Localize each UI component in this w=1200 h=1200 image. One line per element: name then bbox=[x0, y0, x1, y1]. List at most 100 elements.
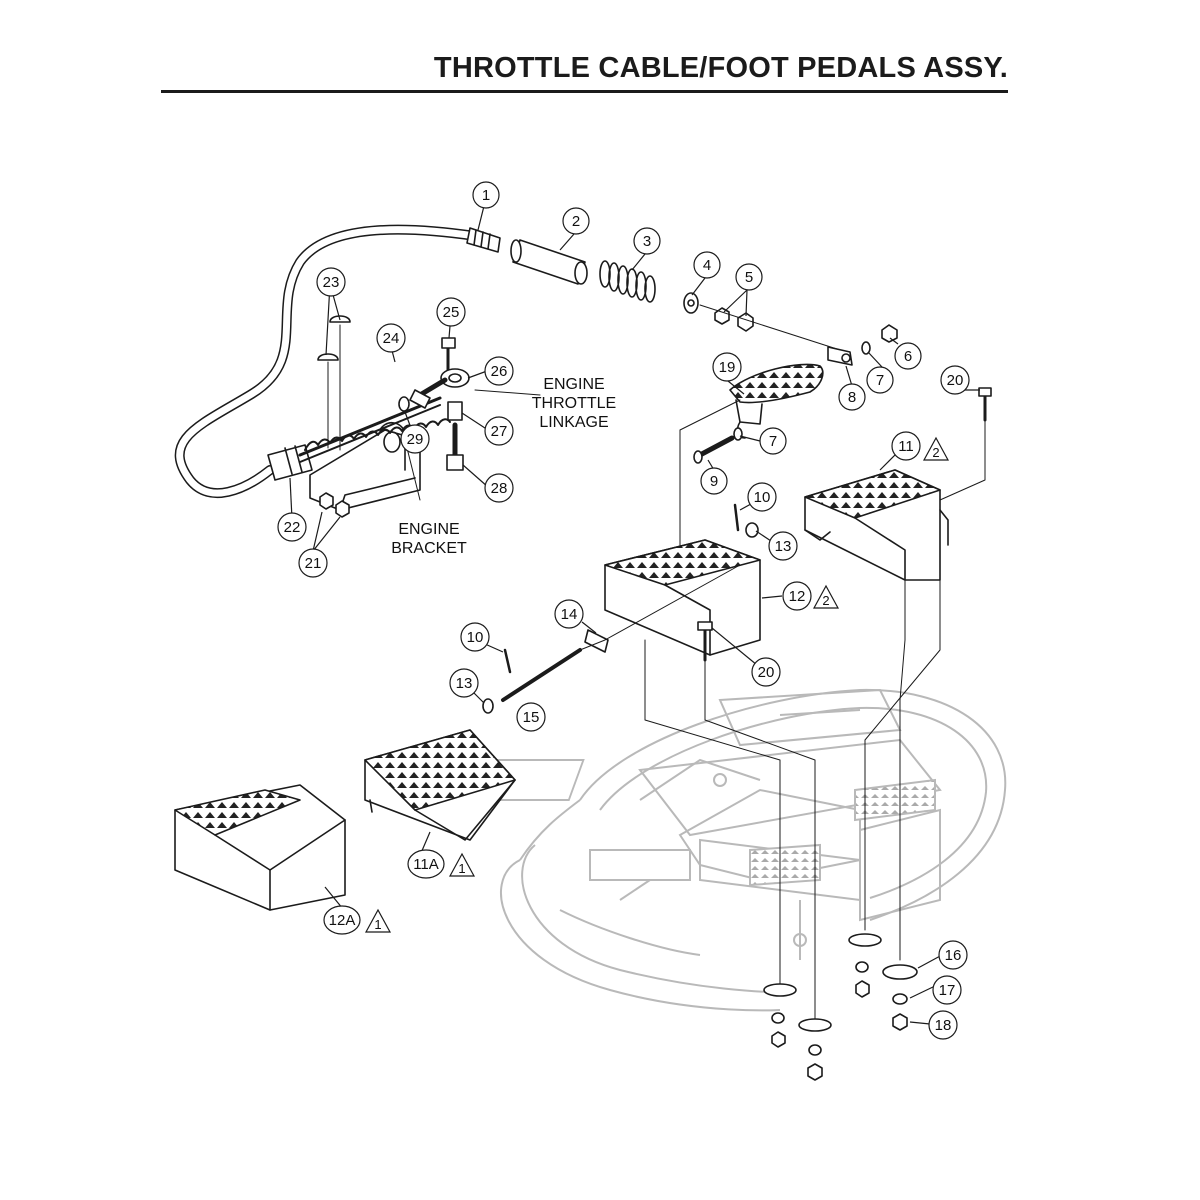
svg-text:26: 26 bbox=[491, 363, 508, 380]
svg-text:2: 2 bbox=[822, 593, 829, 608]
svg-text:ENGINE: ENGINE bbox=[398, 521, 459, 538]
hardware-stack-left bbox=[763, 983, 797, 1048]
callout-5 bbox=[735, 263, 763, 291]
callout-18 bbox=[928, 1010, 958, 1040]
callout-8 bbox=[838, 383, 866, 411]
svg-text:20: 20 bbox=[758, 664, 775, 681]
svg-text:24: 24 bbox=[383, 330, 400, 347]
part-10-pin-lower bbox=[503, 648, 512, 674]
callout-13b bbox=[449, 668, 479, 698]
svg-text:13: 13 bbox=[456, 675, 473, 692]
callout-29 bbox=[400, 424, 430, 454]
part-14-bushing bbox=[584, 629, 609, 653]
callout-1 bbox=[472, 181, 500, 209]
part-4-bushing bbox=[683, 292, 699, 314]
rev-mark-11 bbox=[922, 436, 950, 461]
svg-text:BRACKET: BRACKET bbox=[391, 540, 467, 557]
svg-text:3: 3 bbox=[643, 233, 651, 250]
svg-text:7: 7 bbox=[769, 433, 777, 450]
part-3-spring bbox=[599, 260, 656, 303]
svg-text:17: 17 bbox=[939, 982, 956, 999]
svg-text:LINKAGE: LINKAGE bbox=[539, 414, 608, 431]
callout-11A bbox=[407, 849, 445, 879]
callout-labels: 1 2 3 4 5 6 7 7 8 9 10 10 11 12 13 13 14… bbox=[284, 187, 964, 1034]
svg-text:9: 9 bbox=[710, 473, 718, 490]
svg-text:12: 12 bbox=[789, 588, 806, 605]
callout-3 bbox=[633, 227, 661, 255]
svg-text:7: 7 bbox=[876, 372, 884, 389]
svg-text:27: 27 bbox=[491, 423, 508, 440]
callout-20a bbox=[940, 365, 970, 395]
svg-text:8: 8 bbox=[848, 389, 856, 406]
callout-28 bbox=[484, 473, 514, 503]
svg-text:15: 15 bbox=[523, 709, 540, 726]
callout-25 bbox=[436, 297, 466, 327]
title-rule bbox=[161, 90, 1008, 93]
callout-10a bbox=[747, 482, 777, 512]
callout-2 bbox=[562, 207, 590, 235]
svg-text:1: 1 bbox=[482, 187, 490, 204]
part-15-shaft bbox=[501, 648, 582, 702]
callout-bubbles bbox=[277, 181, 980, 1040]
svg-text:2: 2 bbox=[572, 213, 580, 230]
svg-text:22: 22 bbox=[284, 519, 301, 536]
svg-text:12A: 12A bbox=[329, 912, 356, 929]
callout-22 bbox=[277, 512, 307, 542]
callout-14 bbox=[554, 599, 584, 629]
rev-mark-12A bbox=[364, 908, 392, 933]
callout-16 bbox=[938, 940, 968, 970]
svg-text:13: 13 bbox=[775, 538, 792, 555]
svg-text:5: 5 bbox=[745, 269, 753, 286]
svg-text:6: 6 bbox=[904, 348, 912, 365]
part-19-pedal bbox=[729, 363, 824, 404]
svg-text:THROTTLE: THROTTLE bbox=[532, 395, 616, 412]
svg-text:1: 1 bbox=[458, 861, 465, 876]
diagram-title: THROTTLE CABLE/FOOT PEDALS ASSY. bbox=[433, 52, 1008, 84]
callout-10b bbox=[460, 622, 490, 652]
svg-text:20: 20 bbox=[947, 372, 964, 389]
callout-20b bbox=[751, 657, 781, 687]
svg-text:19: 19 bbox=[719, 359, 736, 376]
callout-19 bbox=[712, 352, 742, 382]
svg-text:11: 11 bbox=[898, 438, 914, 455]
hardware-stack-right-2 bbox=[882, 964, 918, 1031]
callout-24 bbox=[376, 323, 406, 353]
callout-12A bbox=[323, 905, 361, 935]
callout-17 bbox=[932, 975, 962, 1005]
part-9-bolt bbox=[697, 435, 735, 458]
rev-mark-12 bbox=[812, 584, 840, 609]
svg-text:14: 14 bbox=[561, 606, 578, 623]
svg-text:10: 10 bbox=[754, 489, 771, 506]
svg-text:23: 23 bbox=[323, 274, 340, 291]
svg-text:1: 1 bbox=[374, 917, 381, 932]
part-10-pin-upper bbox=[733, 503, 740, 532]
part-21-nut-a bbox=[319, 492, 334, 510]
hardware-stack-right-1 bbox=[848, 933, 882, 998]
callout-21 bbox=[298, 548, 328, 578]
svg-text:ENGINE: ENGINE bbox=[543, 376, 604, 393]
callout-7a bbox=[866, 366, 894, 394]
callout-26 bbox=[484, 356, 514, 386]
exploded-parts bbox=[174, 224, 992, 1081]
callout-23 bbox=[316, 267, 346, 297]
annotation-engine-throttle-linkage: ENGINE THROTTLE LINKAGE bbox=[532, 376, 616, 431]
callout-9 bbox=[700, 467, 728, 495]
part-5-nut-a bbox=[714, 307, 730, 325]
svg-text:25: 25 bbox=[443, 304, 460, 321]
callout-7b bbox=[759, 427, 787, 455]
callout-12 bbox=[782, 581, 812, 611]
callout-15 bbox=[516, 702, 546, 732]
hardware-stack-mid bbox=[798, 1018, 832, 1081]
svg-text:10: 10 bbox=[467, 629, 484, 646]
svg-text:28: 28 bbox=[491, 480, 508, 497]
svg-text:2: 2 bbox=[932, 445, 939, 460]
annotation-engine-bracket: ENGINE BRACKET bbox=[391, 521, 467, 557]
rev-mark-11A bbox=[448, 852, 476, 877]
svg-text:4: 4 bbox=[703, 257, 711, 274]
callout-27 bbox=[484, 416, 514, 446]
part-8-rod-end bbox=[827, 346, 853, 366]
part-27-spacer bbox=[447, 401, 463, 421]
svg-text:21: 21 bbox=[305, 555, 322, 572]
callout-13a bbox=[768, 531, 798, 561]
